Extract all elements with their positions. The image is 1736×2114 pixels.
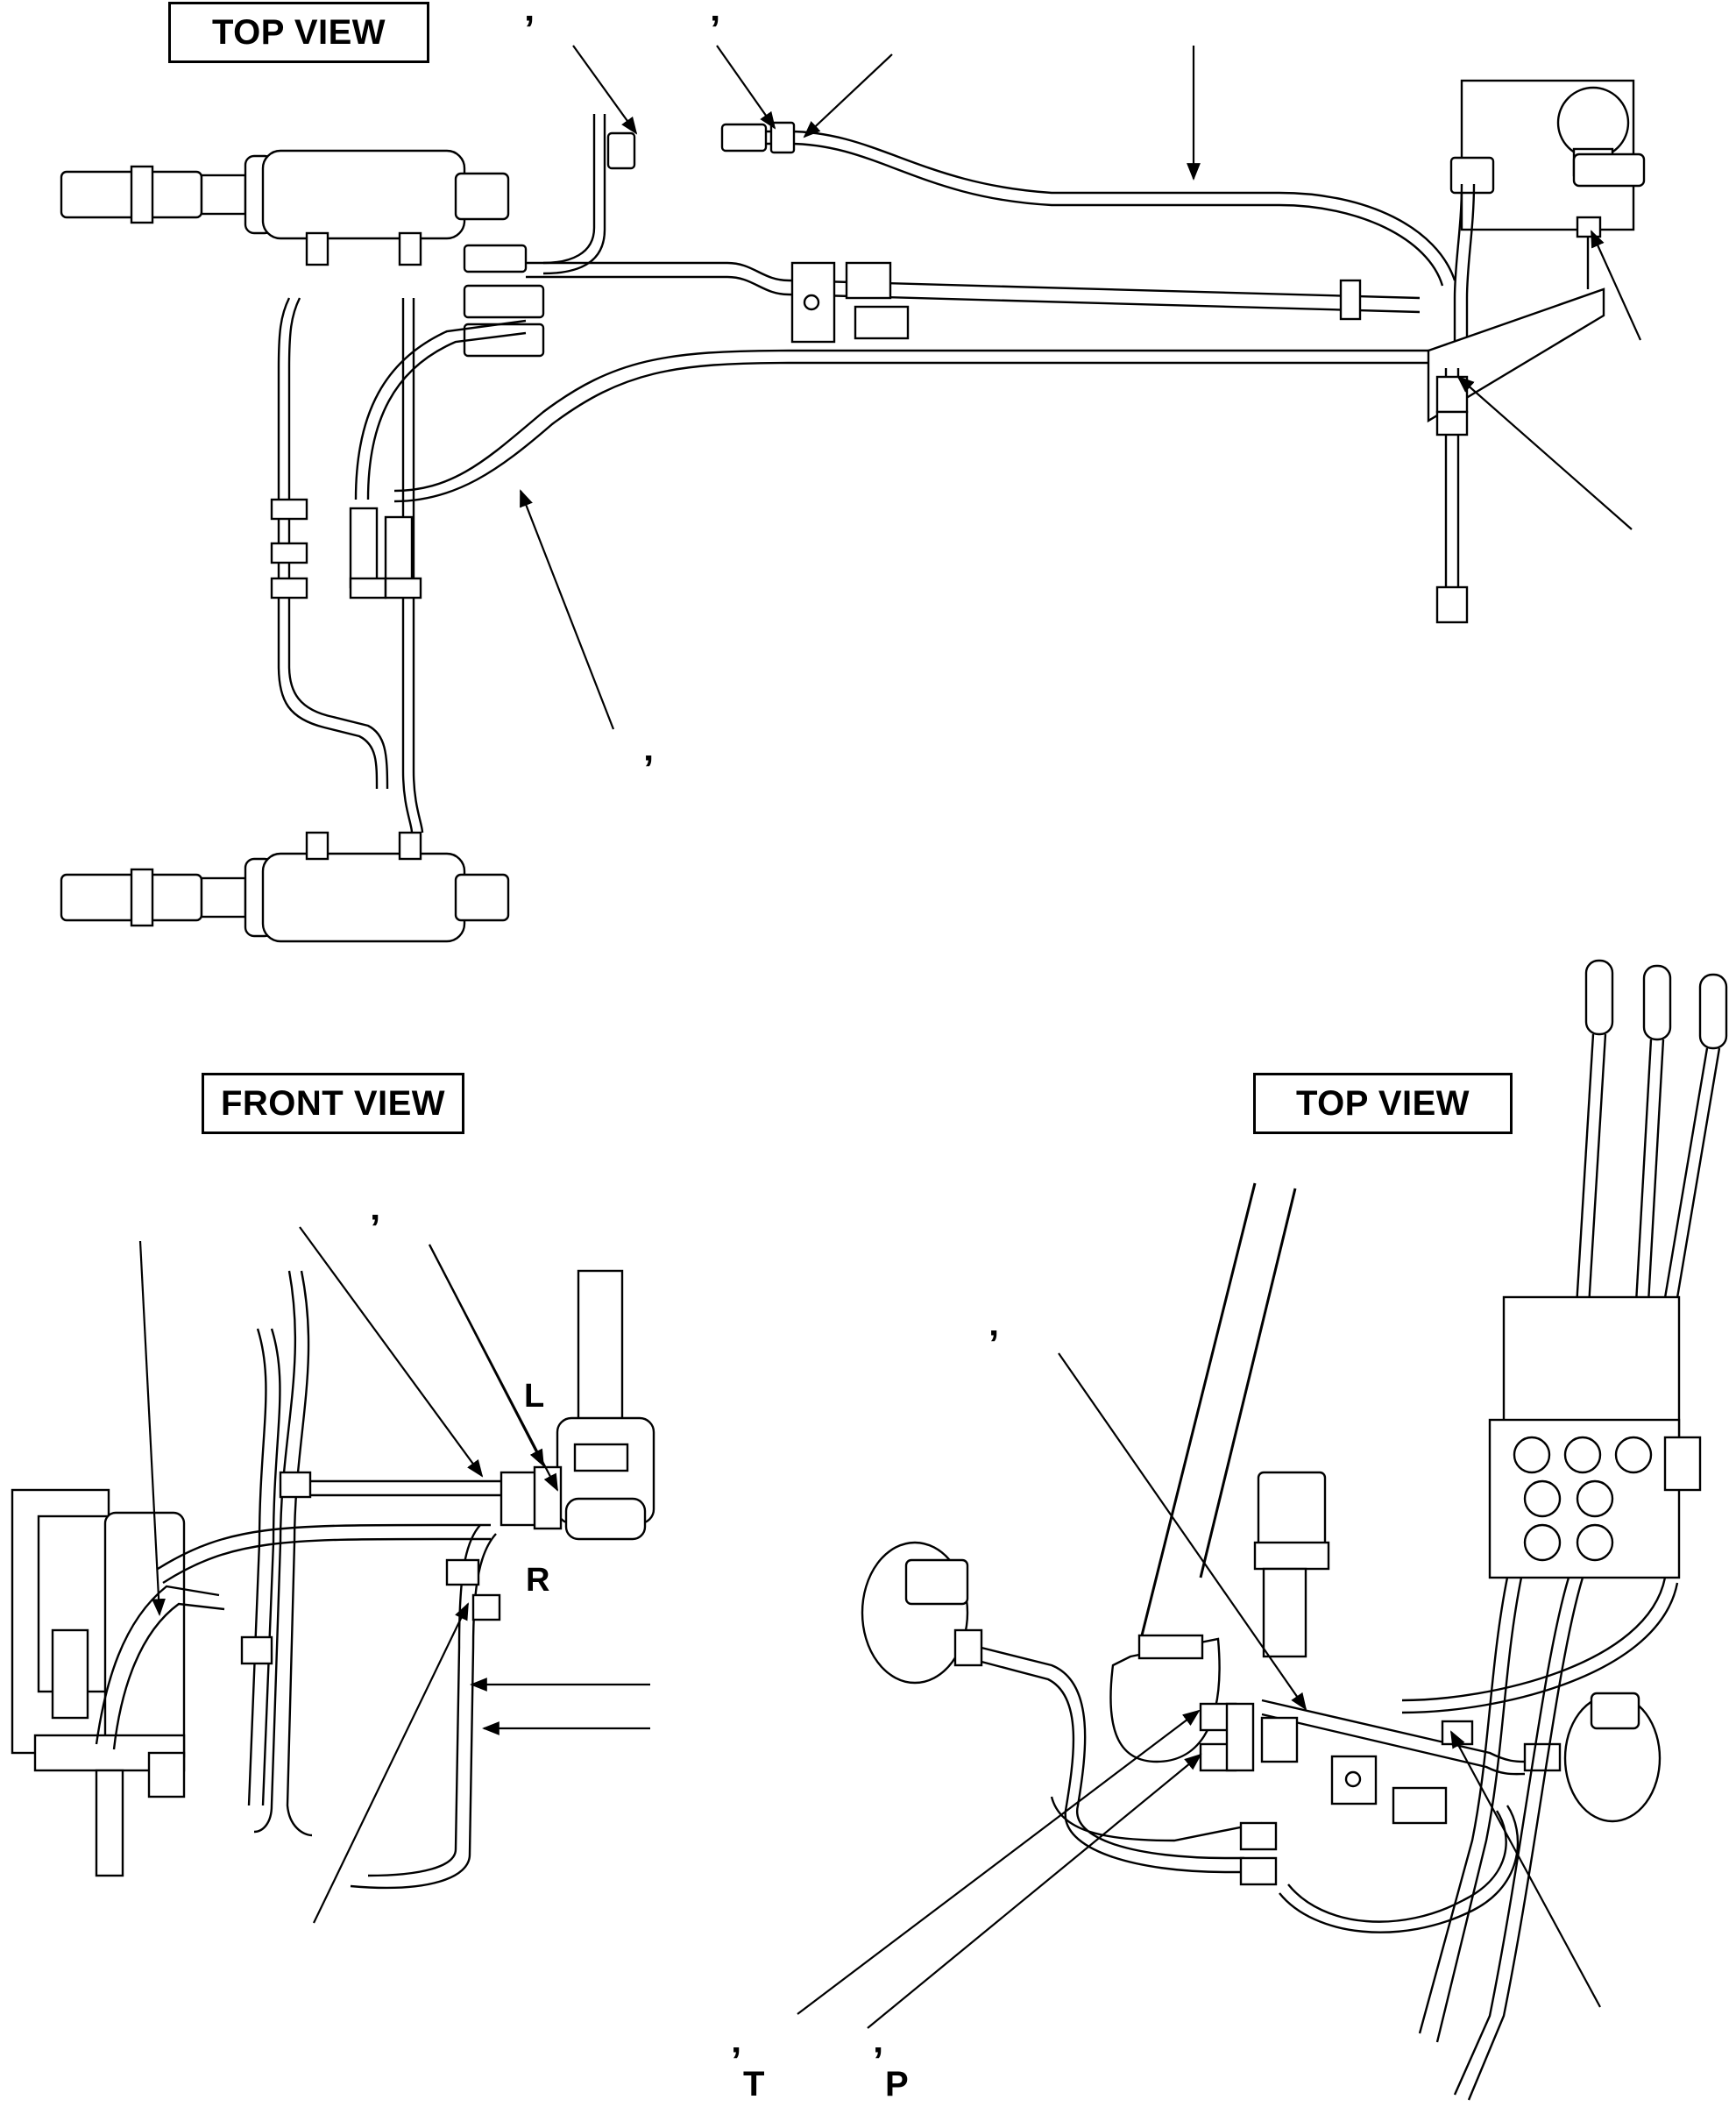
top-view-title-1: TOP VIEW bbox=[168, 2, 429, 63]
port-label-r: R bbox=[526, 1562, 550, 1599]
tick-mark-5: ’ bbox=[988, 1323, 1000, 1366]
tick-mark-1: ’ bbox=[524, 8, 535, 51]
tick-mark-6: ’ bbox=[731, 2040, 742, 2082]
tick-mark-4: ’ bbox=[370, 1207, 381, 1250]
tick-mark-3: ’ bbox=[643, 748, 655, 791]
valve-plate bbox=[1427, 79, 1646, 423]
top-view-title-2: TOP VIEW bbox=[1253, 1073, 1513, 1134]
port-label-t: T bbox=[743, 2065, 765, 2103]
port-label-l: L bbox=[524, 1378, 545, 1415]
front-view-drawing bbox=[11, 1226, 655, 1924]
tick-mark-7: ’ bbox=[873, 2040, 884, 2082]
tick-mark-2: ’ bbox=[710, 8, 721, 51]
control-levers bbox=[1572, 959, 1728, 1351]
front-view-title-text: FRONT VIEW bbox=[220, 1083, 446, 1123]
top-view-title-2-text: TOP VIEW bbox=[1295, 1083, 1470, 1123]
valve-bank bbox=[1488, 1295, 1702, 1579]
front-view-title: FRONT VIEW bbox=[202, 1073, 464, 1134]
lower-cylinder bbox=[60, 831, 510, 943]
top-view-1-drawing bbox=[60, 45, 1646, 943]
top-view-title-1-text: TOP VIEW bbox=[211, 12, 386, 52]
port-label-p: P bbox=[885, 2065, 909, 2103]
upper-cylinder bbox=[60, 149, 510, 266]
top-view-2-drawing bbox=[797, 959, 1728, 2101]
